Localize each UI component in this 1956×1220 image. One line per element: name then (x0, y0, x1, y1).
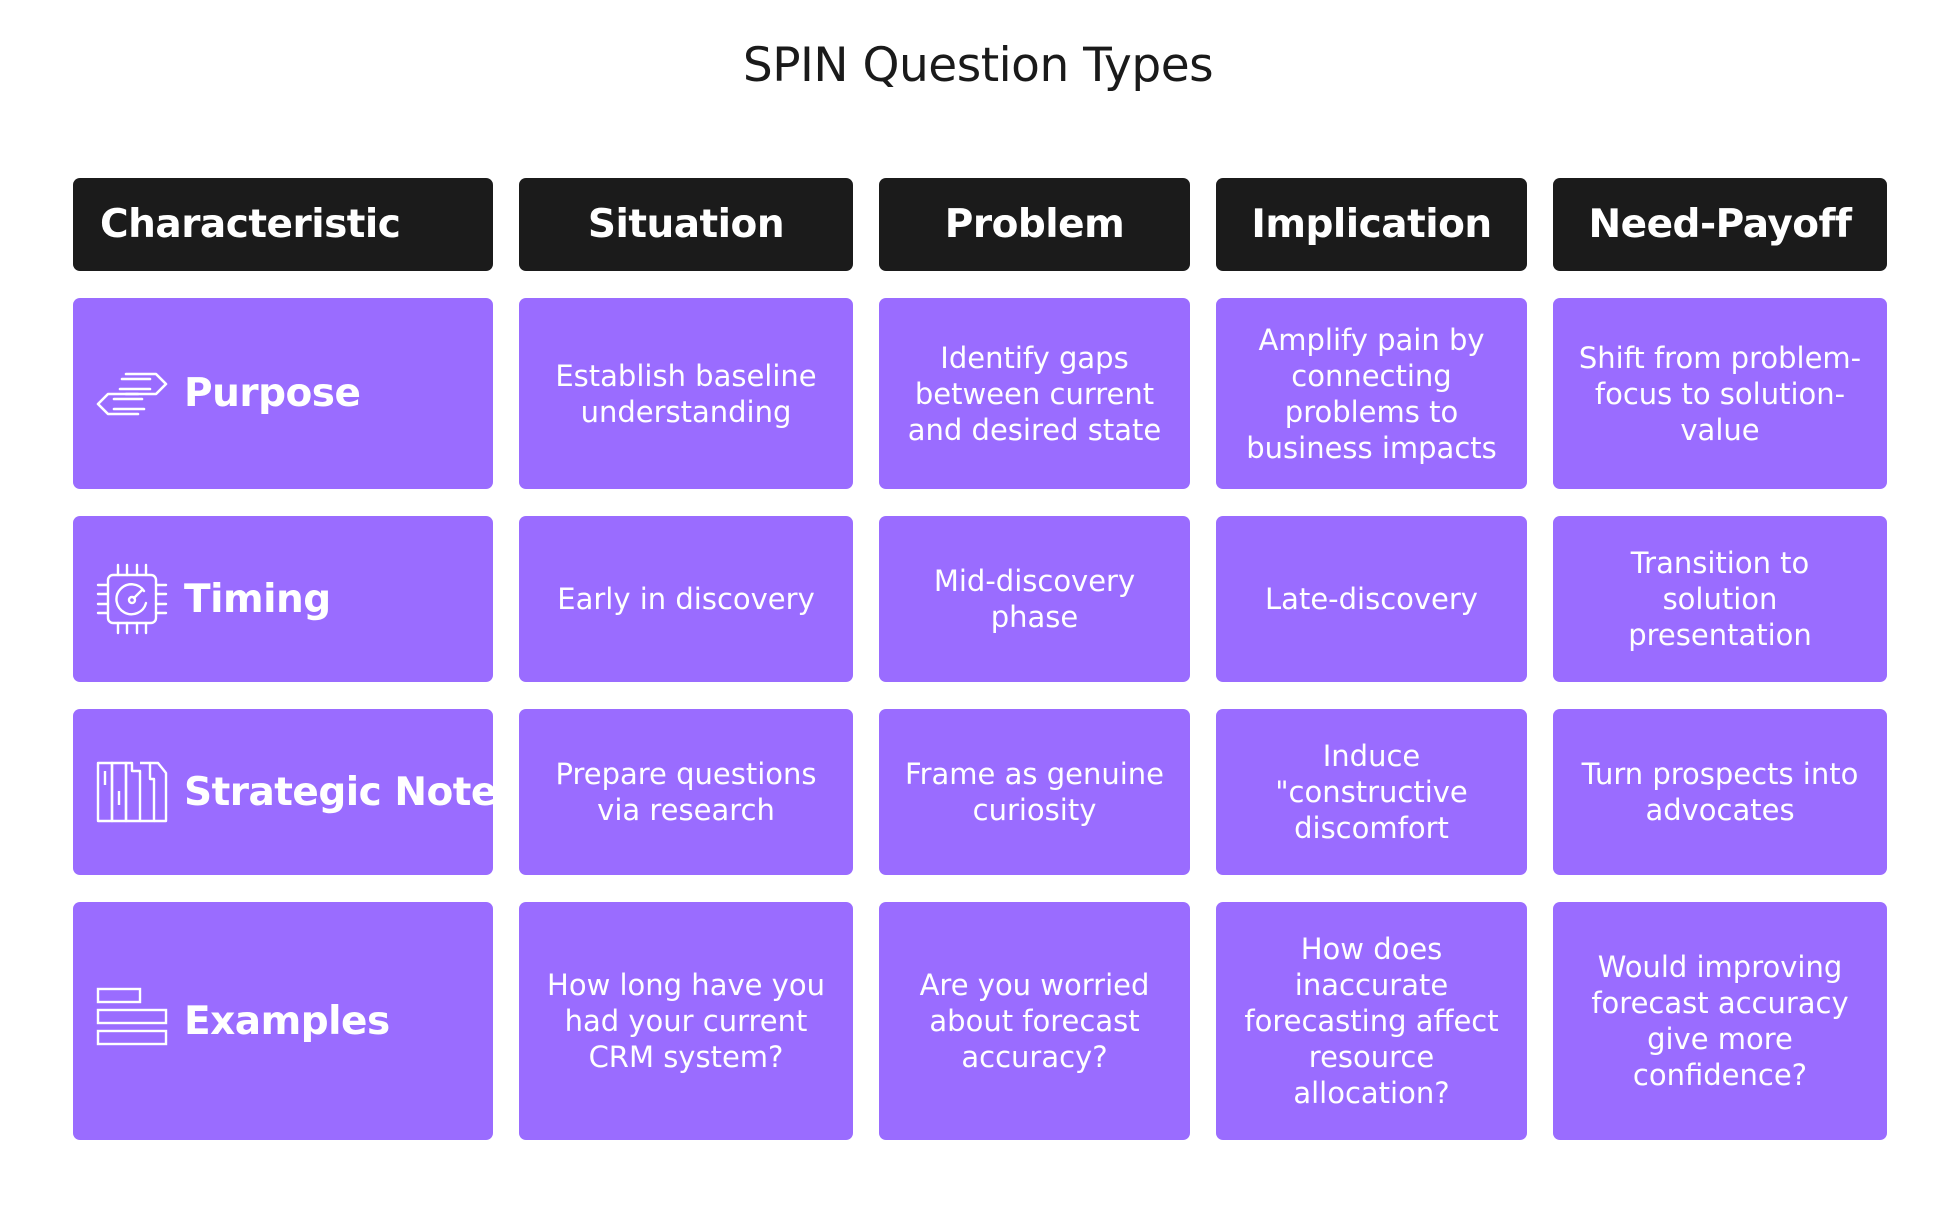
row-label-text: Strategic Note (184, 769, 497, 815)
cell-purpose-implication: Amplify pain by connecting problems to b… (1216, 298, 1527, 489)
stacked-bars-icon (95, 984, 169, 1058)
header-implication: Implication (1216, 178, 1527, 271)
cell-strategic-problem: Frame as genuine curiosity (879, 709, 1190, 875)
cell-timing-implication: Late-discovery (1216, 516, 1527, 682)
header-characteristic: Characteristic (73, 178, 493, 271)
page-title: SPIN Question Types (742, 38, 1214, 93)
row-label-text: Purpose (184, 371, 361, 416)
spin-table: Characteristic Situation Problem Implica… (73, 178, 1887, 1140)
row-label-text: Timing (184, 576, 331, 622)
cell-purpose-problem: Identify gaps between current and desire… (879, 298, 1190, 489)
row-label-strategic-note: Strategic Note (73, 709, 497, 875)
cell-timing-need-payoff: Transition to solution presentation (1553, 516, 1887, 682)
row-label-text: Examples (184, 998, 390, 1044)
columns-icon (95, 755, 169, 829)
cell-timing-problem: Mid-discovery phase (879, 516, 1190, 682)
cell-purpose-need-payoff: Shift from problem-focus to solution-val… (1553, 298, 1887, 489)
cell-strategic-need-payoff: Turn prospects into advocates (1553, 709, 1887, 875)
cell-strategic-situation: Prepare questions via research (519, 709, 853, 875)
cell-examples-need-payoff: Would improving forecast accuracy give m… (1553, 902, 1887, 1140)
header-situation: Situation (519, 178, 853, 271)
cell-examples-problem: Are you worried about forecast accuracy? (879, 902, 1190, 1140)
cell-timing-situation: Early in discovery (519, 516, 853, 682)
arrows-exchange-icon (95, 357, 169, 431)
header-need-payoff: Need-Payoff (1553, 178, 1887, 271)
cell-purpose-situation: Establish baseline understanding (519, 298, 853, 489)
cell-examples-situation: How long have you had your current CRM s… (519, 902, 853, 1140)
cell-examples-implication: How does inaccurate forecasting affect r… (1216, 902, 1527, 1140)
header-problem: Problem (879, 178, 1190, 271)
gauge-chip-icon (95, 562, 169, 636)
cell-strategic-implication: Induce "constructive discomfort (1216, 709, 1527, 875)
row-label-timing: Timing (73, 516, 493, 682)
row-label-examples: Examples (73, 902, 493, 1140)
row-label-purpose: Purpose (73, 298, 493, 489)
